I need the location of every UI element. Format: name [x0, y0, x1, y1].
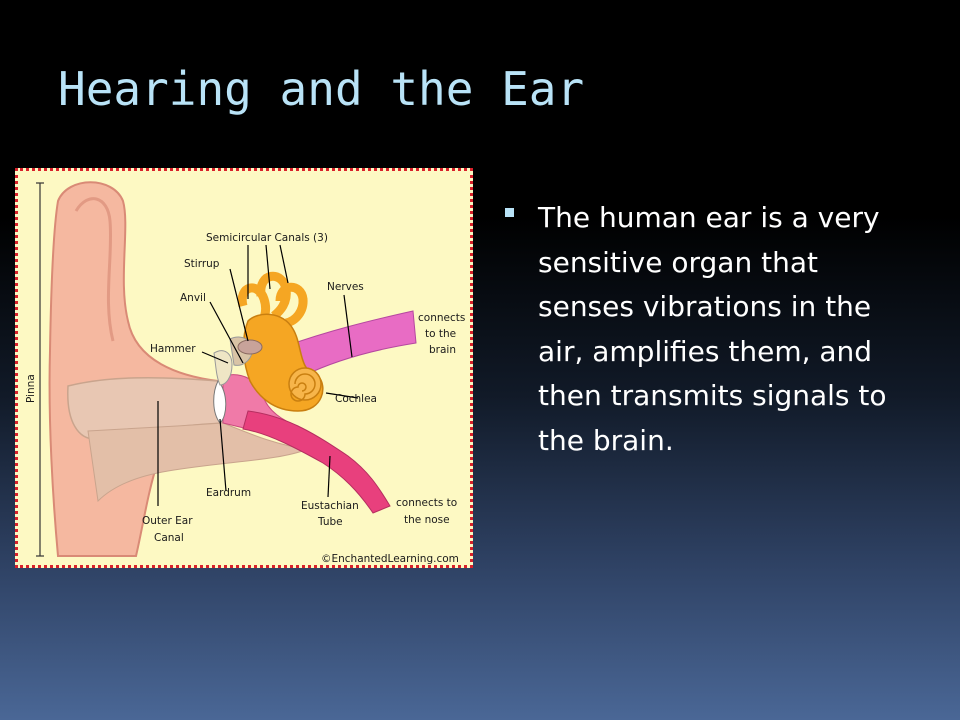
label-stirrup: Stirrup — [184, 258, 220, 270]
label-cochlea: Cochlea — [335, 393, 377, 405]
label-outer-ear-1: Outer Ear — [142, 515, 193, 527]
bullet-item: The human ear is a very sensitive organ … — [505, 196, 925, 463]
label-connects-nose-2: the nose — [404, 514, 450, 526]
ear-diagram: Pinna Semicircular Canals (3) Stirrup An… — [15, 168, 473, 568]
pinna-fold — [74, 197, 115, 342]
label-connects-nose-1: connects to — [396, 497, 457, 509]
label-pinna: Pinna — [25, 374, 37, 403]
label-anvil: Anvil — [180, 292, 206, 304]
label-connects-brain-1: connects — [418, 312, 465, 324]
label-credit: ©EnchantedLearning.com — [321, 553, 459, 565]
label-outer-ear-2: Canal — [154, 532, 184, 544]
label-eustachian-2: Tube — [317, 516, 343, 528]
bullet-list: The human ear is a very sensitive organ … — [505, 196, 925, 463]
bullet-text: The human ear is a very sensitive organ … — [538, 201, 887, 457]
ear-diagram-svg: Pinna Semicircular Canals (3) Stirrup An… — [25, 181, 465, 565]
nerve-shape — [285, 310, 417, 377]
pinna-shape — [48, 181, 225, 557]
label-eustachian-1: Eustachian — [301, 500, 359, 512]
label-nerves: Nerves — [327, 281, 364, 293]
slide-title: Hearing and the Ear — [58, 62, 585, 116]
stirrup-shape — [237, 339, 263, 355]
label-connects-brain-3: brain — [429, 344, 456, 356]
label-semicircular-canals: Semicircular Canals (3) — [206, 232, 328, 244]
label-connects-brain-2: to the — [425, 328, 456, 340]
label-eardrum: Eardrum — [206, 487, 251, 499]
inner-ear — [237, 271, 324, 412]
label-hammer: Hammer — [150, 343, 196, 355]
eustachian-tube-shape — [242, 410, 391, 514]
leader-lines — [157, 244, 359, 506]
square-bullet-icon — [505, 208, 514, 217]
